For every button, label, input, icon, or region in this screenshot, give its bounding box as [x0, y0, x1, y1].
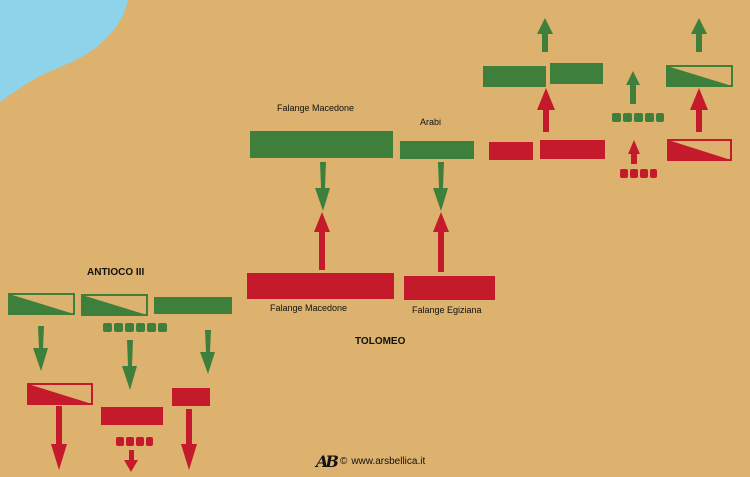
- arabi-unit: [400, 141, 474, 159]
- label-falange-macedone-top: Falange Macedone: [277, 103, 355, 113]
- arrow-red-up-2: [433, 212, 449, 272]
- arrow-red-up-3: [537, 88, 555, 132]
- arrow-green-down-1: [315, 162, 330, 211]
- arrow-green-up-2: [691, 18, 707, 52]
- cavalry-unit-green-2: [81, 294, 148, 316]
- site-credit: AB © www.arsbellica.it: [316, 452, 425, 471]
- arrow-green-down-4: [122, 340, 137, 390]
- infantry-unit-red-left-1: [101, 407, 163, 425]
- infantry-unit-green-right-1: [483, 66, 546, 87]
- arrow-red-up-4: [690, 88, 708, 132]
- infantry-unit-red-left-2: [172, 388, 210, 406]
- falange-macedone-seleucid: [250, 131, 393, 158]
- arrow-green-down-5: [200, 330, 215, 374]
- infantry-unit-red-right-1: [489, 142, 533, 160]
- arrow-green-down-2: [433, 162, 448, 211]
- label-arabi: Arabi: [420, 117, 442, 127]
- infantry-unit-red-right-2: [540, 140, 605, 159]
- elephants-green-left: [103, 323, 167, 332]
- sea: [0, 0, 128, 102]
- arrow-green-up-3: [626, 71, 640, 104]
- cavalry-unit-red-right: [667, 139, 732, 161]
- falange-egiziana-unit: [404, 276, 495, 300]
- credit-website[interactable]: www.arsbellica.it: [351, 456, 426, 467]
- label-falange-egiziana: Falange Egiziana: [412, 305, 482, 315]
- arrow-green-up-1: [537, 18, 553, 52]
- arrow-red-up-1: [314, 212, 330, 270]
- infantry-unit-green-right-2: [550, 63, 603, 84]
- arrow-red-down-1: [51, 406, 67, 470]
- label-tolomeo: TOLOMEO: [355, 336, 406, 347]
- arrow-red-down-2: [181, 409, 197, 470]
- arrow-red-down-3: [124, 450, 138, 472]
- label-falange-macedone-bottom: Falange Macedone: [270, 303, 348, 313]
- elephants-red-left: [116, 437, 153, 446]
- copyright-symbol: ©: [339, 456, 348, 467]
- elephants-green-right: [612, 113, 664, 122]
- cavalry-unit-red-left: [27, 383, 93, 405]
- infantry-unit-green-left: [154, 297, 232, 314]
- elephants-red-right: [620, 169, 657, 178]
- label-antioco-iii: ANTIOCO III: [87, 267, 145, 278]
- falange-macedone-ptolemaic: [247, 273, 394, 299]
- arsbellica-logo: AB: [316, 452, 339, 471]
- arrow-green-down-3: [33, 326, 48, 371]
- cavalry-unit-green-1: [8, 293, 75, 315]
- cavalry-unit-green-right: [666, 65, 733, 87]
- arrow-red-up-5: [628, 140, 640, 164]
